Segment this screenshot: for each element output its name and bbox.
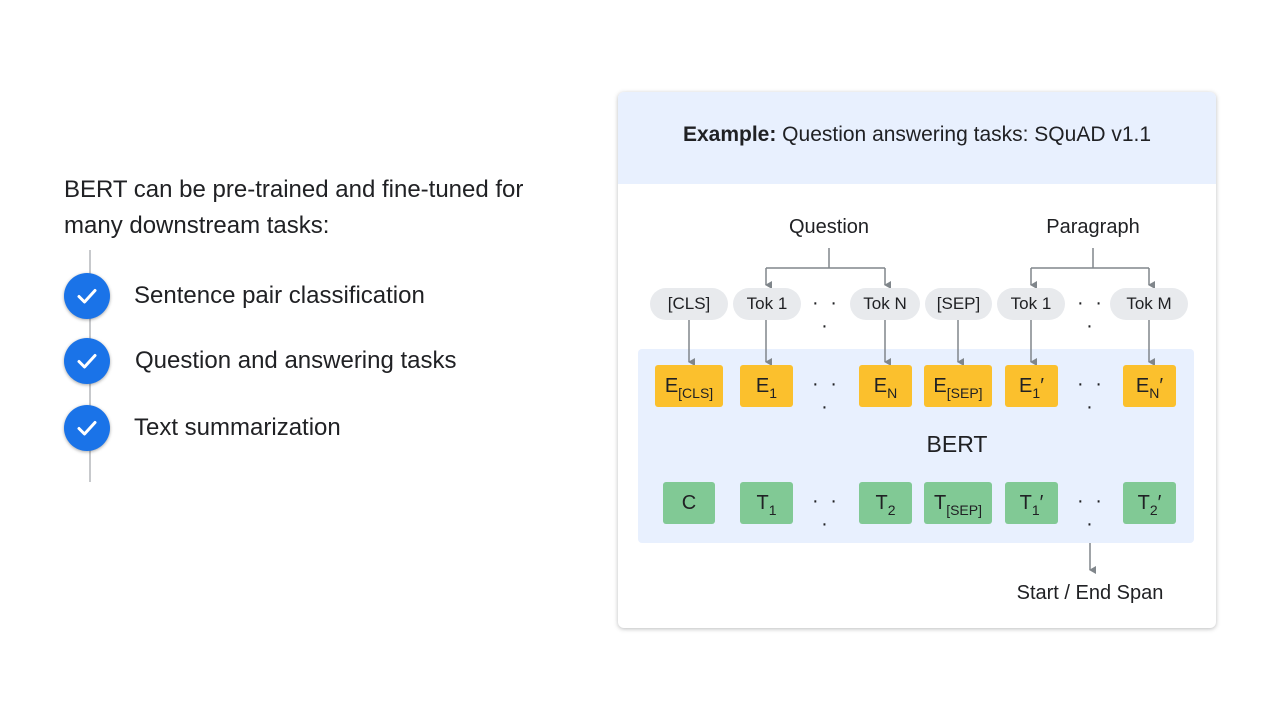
token-ellipsis: · · · — [1077, 292, 1105, 337]
embedding-ellipsis: · · · — [1077, 373, 1105, 418]
card-title-bold: Example: — [682, 123, 777, 146]
bullet-label: Question and answering tasks — [135, 347, 457, 374]
bert-model-box — [638, 349, 1194, 543]
bullet-item-question-answering: Question and answering tasks — [64, 338, 564, 386]
bullet-label: Text summarization — [134, 414, 341, 441]
token-paragraph-first: Tok 1 — [997, 288, 1065, 320]
cell-subscript: 1 — [769, 385, 778, 401]
intro-text: BERT can be pre-trained and fine-tuned f… — [64, 176, 524, 239]
token-cls: [CLS] — [650, 288, 728, 320]
embedding-question-last: EN — [859, 365, 912, 407]
cell-subscript: N — [887, 385, 898, 401]
cell-subscript: 1 — [1031, 502, 1040, 518]
cell-prime: ′ — [1039, 492, 1044, 514]
cell-base: T — [875, 492, 888, 514]
bullet-item-sentence-pair: Sentence pair classification — [64, 273, 564, 321]
embedding-paragraph-first: E1′ — [1005, 365, 1058, 407]
embedding-paragraph-last: EN′ — [1123, 365, 1176, 407]
output-sep: T[SEP] — [924, 482, 992, 524]
output-paragraph-last: T2′ — [1123, 482, 1176, 524]
cell-base: E — [1135, 375, 1150, 397]
output-c: C — [663, 482, 715, 524]
check-icon — [64, 405, 110, 451]
embedding-sep: E[SEP] — [924, 365, 992, 407]
embedding-ellipsis: · · · — [812, 373, 840, 418]
cell-subscript: N — [1149, 385, 1160, 401]
embedding-question-first: E1 — [740, 365, 793, 407]
cell-base: E — [755, 375, 770, 397]
output-ellipsis: · · · — [812, 490, 840, 535]
cell-base: T — [1019, 492, 1032, 514]
cell-base: T — [933, 492, 947, 514]
cell-subscript: [SEP] — [946, 385, 983, 401]
cell-prime: ′ — [1159, 375, 1164, 397]
question-label: Question — [788, 216, 870, 238]
output-question-first: T1 — [740, 482, 793, 524]
cell-subscript: 1 — [1032, 385, 1041, 401]
output-paragraph-first: T1′ — [1005, 482, 1058, 524]
check-icon — [64, 338, 110, 384]
cell-prime: ′ — [1157, 492, 1162, 514]
card-title-rest: Question answering tasks: SQuAD v1.1 — [776, 123, 1152, 146]
check-icon — [64, 273, 110, 319]
card-title: Example: Question answering tasks: SQuAD… — [618, 123, 1216, 147]
cell-base: T — [756, 492, 769, 514]
output-question-last: T2 — [859, 482, 912, 524]
bullet-item-text-summarization: Text summarization — [64, 405, 564, 453]
token-question-last: Tok N — [850, 288, 920, 320]
cell-subscript: 2 — [887, 502, 896, 518]
cell-base: E — [1019, 375, 1033, 397]
cell-base: E — [873, 375, 888, 397]
cell-base: E — [664, 375, 679, 397]
cell-base: E — [933, 375, 947, 397]
embedding-cls: E[CLS] — [655, 365, 723, 407]
cell-subscript: 2 — [1149, 502, 1158, 518]
cell-subscript: [SEP] — [946, 502, 982, 518]
bullet-label: Sentence pair classification — [134, 282, 425, 309]
paragraph-label: Paragraph — [1046, 216, 1140, 238]
cell-subscript: [CLS] — [678, 385, 714, 401]
span-output-label: Start / End Span — [1016, 582, 1164, 604]
cell-subscript: 1 — [768, 502, 777, 518]
token-ellipsis: · · · — [812, 292, 840, 337]
cell-prime: ′ — [1040, 375, 1044, 397]
token-question-first: Tok 1 — [733, 288, 801, 320]
card-header — [618, 92, 1216, 184]
token-sep: [SEP] — [925, 288, 992, 320]
output-ellipsis: · · · — [1077, 490, 1105, 535]
bert-label: BERT — [926, 431, 988, 457]
cell-base: T — [1137, 492, 1150, 514]
token-paragraph-last: Tok M — [1110, 288, 1188, 320]
cell-base: C — [681, 492, 697, 514]
